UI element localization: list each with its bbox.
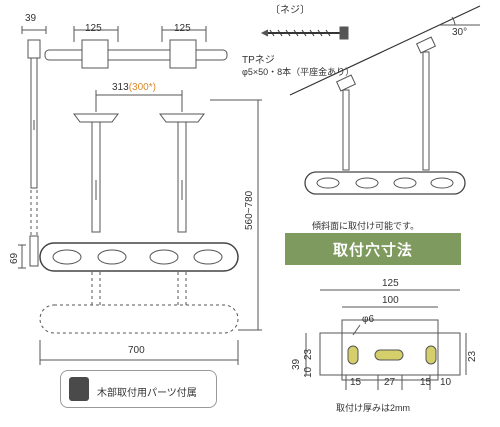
screw-name: TPネジ xyxy=(242,55,275,66)
mount-hole-drawing xyxy=(305,289,467,390)
hole-left-10-label: 10 xyxy=(303,366,314,378)
hole-left-23-label: 23 xyxy=(303,348,314,360)
hole-diameter-label: φ6 xyxy=(362,314,375,325)
pole-spacing-label: 313(300*) xyxy=(112,83,156,93)
slope-mount-view xyxy=(289,5,481,195)
pole-spacing-alt: (300*) xyxy=(128,82,156,93)
hole-right-23-label: 23 xyxy=(467,350,478,362)
hole-inner-label: 100 xyxy=(382,295,399,306)
pole-spacing-value: 313 xyxy=(112,82,129,93)
screw-icon xyxy=(69,377,89,401)
hole-dimension-banner: 取付穴寸法 xyxy=(285,233,461,265)
slope-note: 傾斜面に取付け可能です。 xyxy=(312,221,420,231)
hole-height-total-label: 39 xyxy=(291,358,302,370)
height-range-label: 560~780 xyxy=(244,190,255,230)
hole-bottom-15b-label: 15 xyxy=(420,377,432,388)
bar-height-label: 69 xyxy=(9,252,20,264)
hole-bottom-27-label: 27 xyxy=(384,377,396,388)
side-width-label: 39 xyxy=(25,13,37,24)
parts-included-box: 木部取付用パーツ付属 xyxy=(60,370,217,408)
hole-bottom-10-label: 10 xyxy=(440,377,452,388)
front-view-hanger xyxy=(39,90,262,365)
top-mount-bar xyxy=(44,26,228,69)
screw-heading: 〔ネジ〕 xyxy=(270,5,310,16)
top-bracket-left-label: 125 xyxy=(85,23,102,34)
bar-length-label: 700 xyxy=(128,345,145,356)
hole-bottom-15a-label: 15 xyxy=(350,377,362,388)
top-bracket-right-label: 125 xyxy=(174,23,191,34)
screw-spec: φ5×50・8本（平座金あり） xyxy=(242,67,355,77)
thickness-note: 取付け厚みは2mm xyxy=(336,403,410,413)
hole-total-label: 125 xyxy=(382,278,399,289)
angle-label: 30° xyxy=(452,27,468,38)
side-view-hanger xyxy=(18,26,47,269)
parts-note: 木部取付用パーツ付属 xyxy=(97,388,197,399)
tp-screw-drawing xyxy=(260,26,349,40)
